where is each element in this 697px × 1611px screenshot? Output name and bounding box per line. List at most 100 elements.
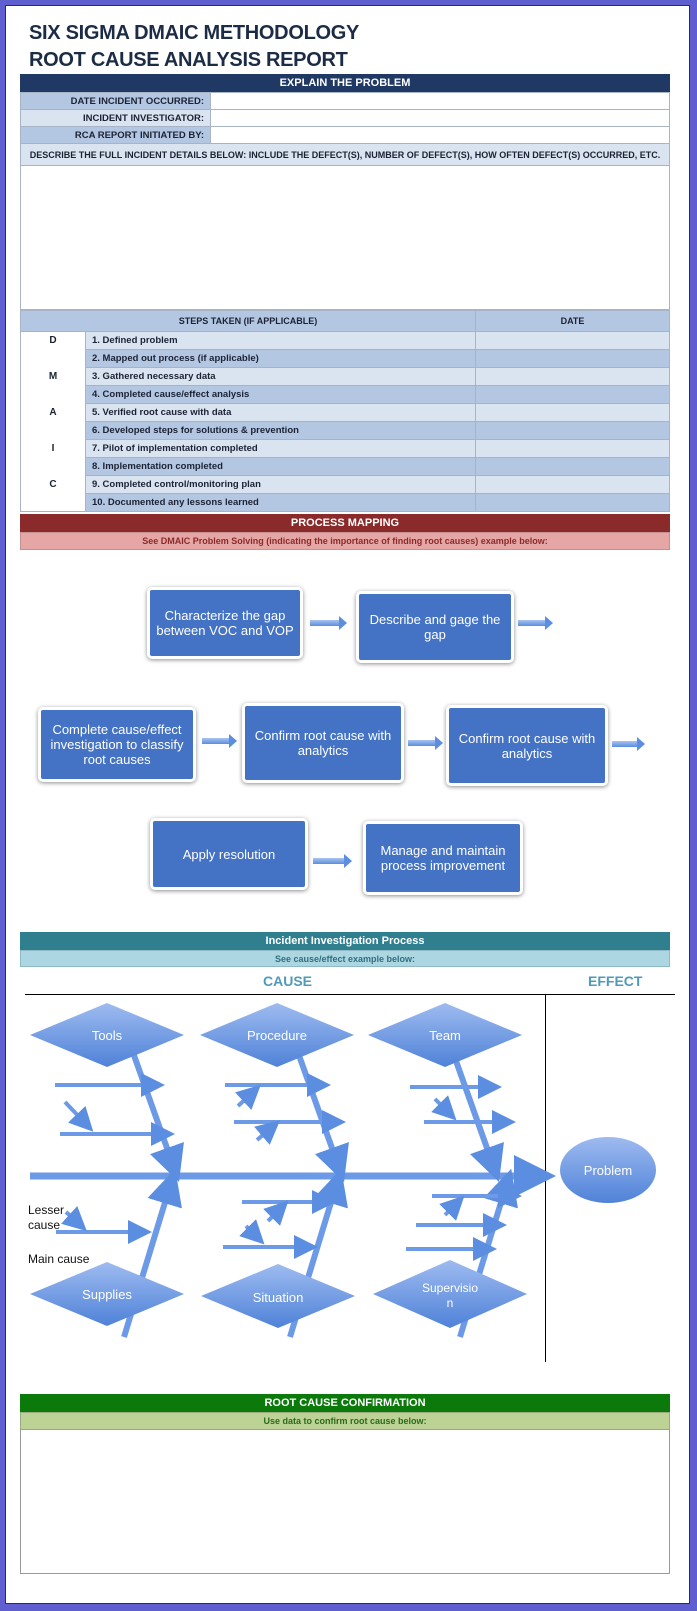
flow-arrow-icon [518, 616, 553, 630]
flow-arrow-icon [408, 736, 443, 750]
flow-box-apply-resolution: Apply resolution [150, 818, 308, 890]
category-label-supplies: Supplies [82, 1287, 132, 1302]
step-date-field[interactable] [475, 385, 670, 404]
step-label: 9. Completed control/monitoring plan [84, 475, 477, 494]
phase-letter [20, 421, 86, 440]
phase-letter: A [20, 403, 86, 422]
step-label: 1. Defined problem [84, 331, 477, 350]
effect-label: EFFECT [588, 973, 643, 989]
investigator-field[interactable] [210, 109, 670, 127]
step-date-field[interactable] [475, 421, 670, 440]
category-label-tools: Tools [92, 1028, 123, 1043]
step-row: 2. Mapped out process (if applicable) [20, 349, 670, 368]
supervision-line-1: Supervisio [422, 1281, 478, 1295]
field-row: INCIDENT INVESTIGATOR: [20, 109, 670, 127]
investigator-label: INCIDENT INVESTIGATOR: [20, 109, 211, 127]
flow-arrow-icon [202, 734, 237, 748]
step-row: 4. Completed cause/effect analysis [20, 385, 670, 404]
title-line-2: ROOT CAUSE ANALYSIS REPORT [29, 49, 348, 71]
lesser-cause-arrow [439, 1195, 465, 1221]
phase-letter: I [20, 439, 86, 458]
effect-label-problem: Problem [584, 1163, 632, 1178]
step-date-field[interactable] [475, 475, 670, 494]
investigation-subheader: See cause/effect example below: [20, 950, 670, 967]
step-date-field[interactable] [475, 403, 670, 422]
lesser-cause-arrow [254, 1120, 281, 1145]
phase-letter: D [20, 331, 86, 350]
phase-letter [20, 493, 86, 512]
flow-box-confirm-root-cause: Confirm root cause with analytics [242, 703, 404, 783]
investigation-section: Incident Investigation Process See cause… [20, 932, 670, 967]
step-date-field[interactable] [475, 457, 670, 476]
step-label: 4. Completed cause/effect analysis [84, 385, 477, 404]
step-label: 10. Documented any lessons learned [84, 493, 477, 512]
category-label-team: Team [429, 1028, 461, 1043]
category-label-procedure: Procedure [247, 1028, 307, 1043]
step-date-field[interactable] [475, 331, 670, 350]
explain-problem-header: EXPLAIN THE PROBLEM [20, 74, 670, 92]
lesser-cause-arrow [235, 1084, 261, 1110]
step-row: 8. Implementation completed [20, 457, 670, 476]
step-label: 3. Gathered necessary data [84, 367, 477, 386]
explain-problem-section: EXPLAIN THE PROBLEM DATE INCIDENT OCCURR… [19, 74, 670, 512]
lesser-cause-arrow [263, 1200, 289, 1226]
date-incident-label: DATE INCIDENT OCCURRED: [20, 92, 211, 110]
incident-details-field[interactable] [20, 166, 670, 310]
phase-letter [20, 385, 86, 404]
main-cause-label: Main cause [28, 1252, 90, 1266]
process-mapping-header: PROCESS MAPPING [20, 514, 670, 532]
supervision-line-2: n [447, 1296, 454, 1310]
initiated-by-field[interactable] [210, 126, 670, 144]
flow-box-characterize-gap: Characterize the gap between VOC and VOP [147, 587, 303, 659]
field-row: DATE INCIDENT OCCURRED: [20, 92, 670, 110]
step-label: 8. Implementation completed [84, 457, 477, 476]
step-label: 6. Developed steps for solutions & preve… [84, 421, 477, 440]
step-label: 2. Mapped out process (if applicable) [84, 349, 477, 368]
flow-arrow-icon [310, 616, 347, 630]
describe-incident-label: DESCRIBE THE FULL INCIDENT DETAILS BELOW… [20, 143, 670, 166]
step-date-field[interactable] [475, 439, 670, 458]
phase-letter [20, 457, 86, 476]
title-line-1: SIX SIGMA DMAIC METHODOLOGY [29, 22, 360, 44]
lesser-cause-arrow [239, 1219, 265, 1245]
category-diamond-team [368, 1003, 522, 1067]
cause-label: CAUSE [263, 973, 313, 989]
incident-info-table: DATE INCIDENT OCCURRED: INCIDENT INVESTI… [20, 92, 670, 166]
report-title: SIX SIGMA DMAIC METHODOLOGY ROOT CAUSE A… [29, 20, 359, 74]
flow-box-manage-improvement: Manage and maintain process improvement [363, 821, 523, 895]
confirmation-subheader: Use data to confirm root cause below: [20, 1412, 670, 1430]
step-label: 5. Verified root cause with data [84, 403, 477, 422]
steps-column-header: STEPS TAKEN (IF APPLICABLE) [19, 310, 477, 332]
flow-arrow-icon [313, 854, 352, 868]
category-diamond-supervision [373, 1260, 527, 1328]
initiated-by-label: RCA REPORT INITIATED BY: [20, 126, 211, 144]
investigation-header: Incident Investigation Process [20, 932, 670, 950]
flow-box-cause-effect: Complete cause/effect investigation to c… [38, 707, 196, 782]
flow-box-describe-gap: Describe and gage the gap [356, 591, 514, 663]
lesser-cause-label: Lesser cause [28, 1203, 65, 1232]
step-date-field[interactable] [475, 349, 670, 368]
category-diamond-tools [30, 1003, 184, 1067]
lesser-cause-arrow [61, 1206, 87, 1232]
phase-letter [20, 349, 86, 368]
category-diamond-procedure [200, 1003, 354, 1067]
confirmation-header: ROOT CAUSE CONFIRMATION [20, 1394, 670, 1412]
category-label-situation: Situation [253, 1290, 304, 1305]
fishbone-diagram: Tools Procedure Team Supplies Situation … [30, 1003, 656, 1338]
date-incident-field[interactable] [210, 92, 670, 110]
step-date-field[interactable] [475, 367, 670, 386]
step-date-field[interactable] [475, 493, 670, 512]
confirmation-field[interactable] [20, 1430, 670, 1574]
phase-letter: C [20, 475, 86, 494]
flow-arrow-icon [612, 737, 645, 751]
date-column-header: DATE [475, 310, 670, 332]
category-diamond-supplies [30, 1262, 184, 1326]
phase-letter: M [20, 367, 86, 386]
effect-problem-ellipse [560, 1137, 656, 1203]
